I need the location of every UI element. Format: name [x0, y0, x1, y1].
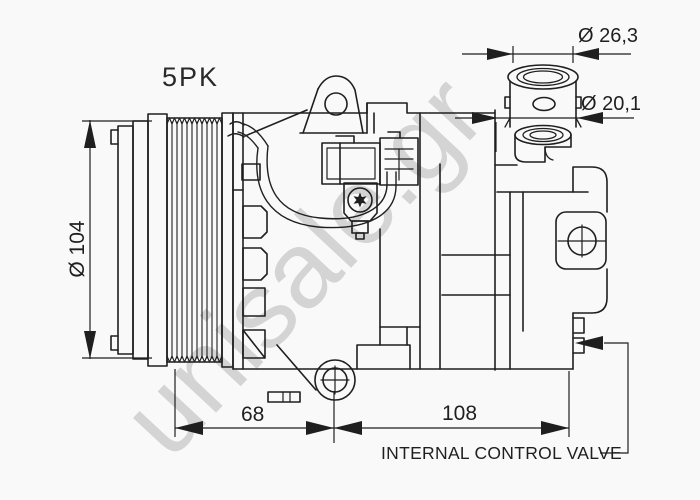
arrow-left-icon [573, 48, 599, 60]
pulley-diameter-label: Ø 104 [66, 220, 89, 278]
dimension-lines [82, 46, 634, 454]
rear-head [494, 109, 608, 371]
wire-harness [227, 121, 397, 229]
arrow-left-icon [577, 112, 603, 124]
port-relief-hole [532, 96, 556, 112]
pulley-clutch [110, 112, 234, 368]
arrow-left-icon [334, 421, 362, 435]
icv-arrow-left-icon [575, 336, 603, 350]
arrow-left-icon [175, 421, 203, 435]
dimension-arrows [84, 48, 603, 435]
arrow-right-icon [487, 48, 513, 60]
front-length-label: 68 [241, 403, 265, 426]
port-inner-diameter-label: Ø 20,1 [581, 93, 642, 115]
compressor-front-housing [232, 102, 574, 370]
electrical-connector [321, 131, 419, 186]
suction-port [504, 64, 582, 128]
rear-length-label: 108 [442, 402, 478, 425]
torx-star-icon [353, 192, 367, 208]
arrow-down-icon [84, 331, 96, 359]
arrow-right-icon [541, 421, 569, 435]
bottom-mounting-lug [267, 344, 356, 403]
belt-type-label: 5PK [162, 62, 220, 92]
arrow-right-icon [306, 421, 334, 435]
ear-bolt-hole [324, 92, 348, 116]
port-outer-diameter-label: Ø 26,3 [578, 25, 639, 47]
arrow-up-icon [84, 120, 96, 148]
icv-leader-line [600, 342, 629, 454]
internal-control-valve-label: INTERNAL CONTROL VALVE [381, 443, 622, 463]
discharge-port [514, 124, 572, 163]
top-mounting-ear [244, 75, 375, 137]
arrow-right-icon [472, 112, 498, 124]
compressor-mid-section [379, 112, 511, 370]
